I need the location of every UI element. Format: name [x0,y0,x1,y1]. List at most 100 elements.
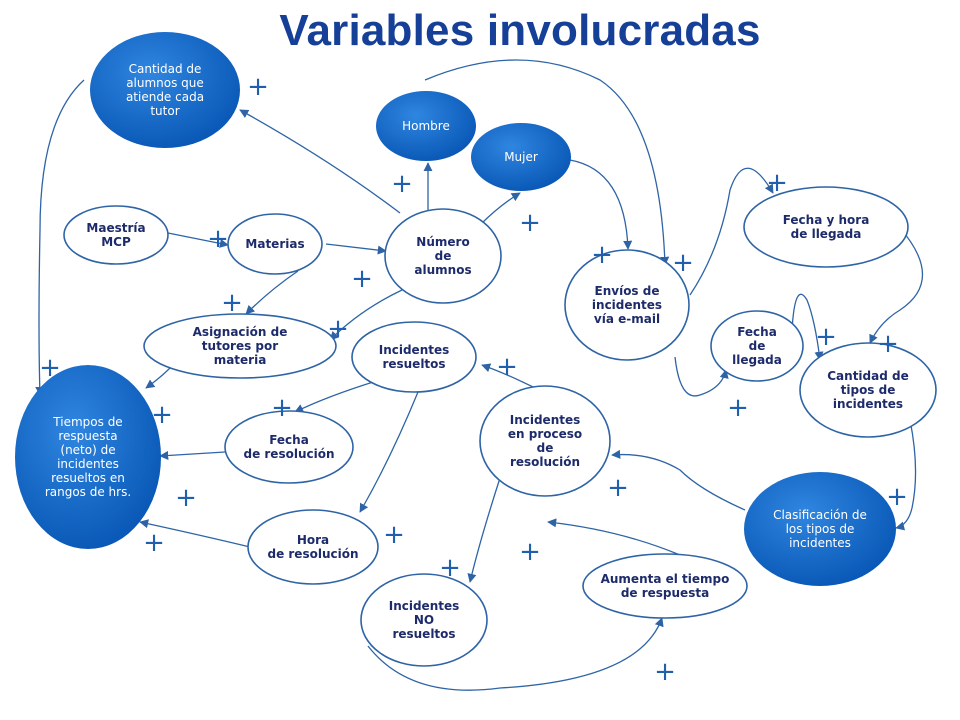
node-shape [744,472,896,586]
edge-arrow [611,449,746,511]
node-shape [63,205,169,265]
node-shape [582,553,748,619]
node-shape [471,123,571,191]
plus-sign: + [439,553,461,583]
node-hombre: Hombre [376,91,476,161]
plus-sign: + [727,393,749,423]
edge-arrow [35,79,85,396]
edge-arrow [674,356,729,397]
plus-sign: + [175,483,197,513]
node-shape [15,365,161,549]
node-mujer: Mujer [471,123,571,191]
edge-arrow [689,167,774,296]
edge-arrow [325,243,387,255]
plus-sign: + [143,528,165,558]
plus-sign: + [39,353,61,383]
plus-sign: + [327,314,349,344]
node-shape [479,385,611,497]
plus-sign: + [519,537,541,567]
plus-sign: + [221,288,243,318]
edge-arrow [359,391,419,513]
plus-sign: + [672,248,694,278]
edge-arrow [239,109,401,214]
edge-arrow [139,519,251,548]
plus-sign: + [766,168,788,198]
edge-arrow [167,232,229,248]
edge-arrow [569,159,633,250]
node-shape [710,310,804,382]
plus-sign: + [877,329,899,359]
plus-sign: + [391,169,413,199]
node-label: Materias [245,237,304,251]
node-shape [564,249,690,361]
edge-arrow [367,617,664,691]
plus-sign: + [519,208,541,238]
plus-sign: + [207,224,229,254]
edge-arrow [145,367,171,389]
node-materias: Materias [227,213,323,275]
node-shape [224,410,354,484]
node-label: Mujer [504,150,538,164]
node-shape [384,208,502,304]
node-shape [143,313,337,379]
edge-arrow [791,293,824,361]
node-label: Hombre [402,119,450,133]
plus-sign: + [815,322,837,352]
plus-sign: + [247,72,269,102]
edge-arrow [869,227,923,344]
node-shape [376,91,476,161]
node-shape [360,573,488,667]
edge-arrow [467,477,501,583]
node-shape [351,321,477,393]
plus-sign: + [271,393,293,423]
plus-sign: + [654,657,676,687]
plus-signs: +++++++++++++++++++++++++ [39,72,908,687]
edge-arrow [294,378,384,413]
plus-sign: + [151,400,173,430]
node-shape [247,509,379,585]
node-shape [799,342,937,438]
edge-arrow [245,270,299,315]
edge-arrow [479,192,521,226]
edge-arrow [547,518,681,556]
edge-arrow [424,59,670,266]
plus-sign: + [383,520,405,550]
edge-arrow [329,289,403,341]
plus-sign: + [607,473,629,503]
plus-sign: + [351,264,373,294]
edge-arrow [159,450,226,461]
node-shape [90,32,240,148]
node-shape [227,213,323,275]
plus-sign: + [886,482,908,512]
